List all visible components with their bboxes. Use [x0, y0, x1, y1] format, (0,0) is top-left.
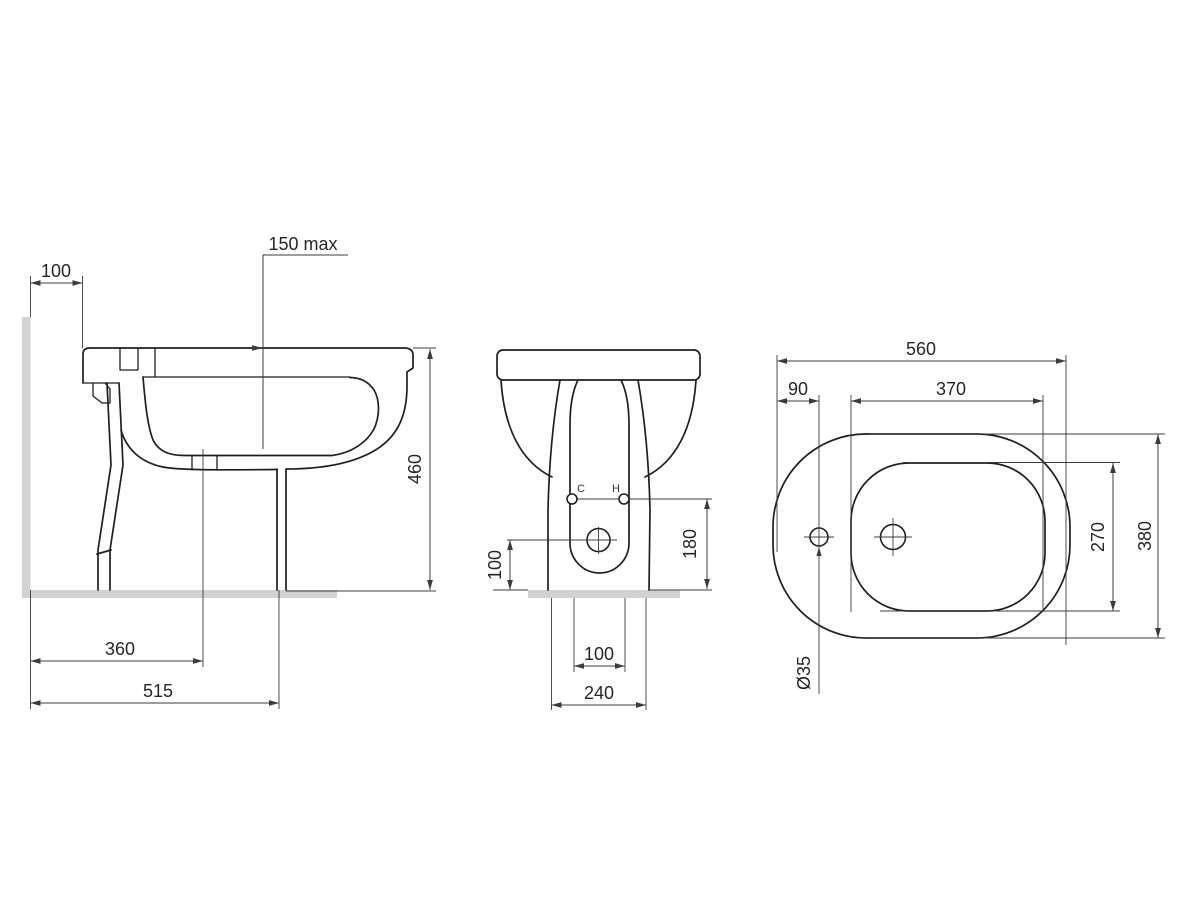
- front-bowl-arc-right: [644, 379, 697, 478]
- dim-drain-center-height: 100: [485, 550, 505, 580]
- front-trap-cover: [569, 379, 630, 574]
- front-pedestal-right: [637, 379, 651, 591]
- dim-tap-hole-to-edge: 90: [788, 379, 808, 399]
- dim-overall-width: 380: [1135, 521, 1155, 551]
- side-bowl-exterior: [120, 429, 278, 471]
- dim-tap-center-height: 180: [680, 529, 700, 559]
- hot-tap-label: H: [612, 483, 620, 495]
- dim-overall-height: 460: [405, 454, 425, 484]
- dim-drain-to-wall: 360: [105, 639, 135, 659]
- side-rim-bolt-slots: [119, 347, 156, 378]
- floor-section-front: [528, 590, 680, 598]
- side-view: 100 150 max 460 360 515: [22, 234, 436, 709]
- dim-bowl-length: 370: [936, 379, 966, 399]
- front-view: C H 100 180 100 240: [485, 349, 712, 710]
- front-bowl-arc-left: [500, 379, 553, 478]
- side-body-outline: [82, 347, 414, 591]
- ext-base-edges: [551, 598, 647, 710]
- dim-tap-hole-diameter: Ø35: [794, 656, 814, 690]
- dim-overall-length: 560: [906, 339, 936, 359]
- dim-wall-clearance: 100: [41, 261, 71, 281]
- dim-bowl-width: 270: [1088, 522, 1108, 552]
- front-drain-crosshair: [507, 527, 617, 554]
- cold-tap-hole: [566, 493, 578, 505]
- side-mounting-bracket: [82, 382, 120, 404]
- top-view: 560 90 370 Ø35 270 380: [772, 339, 1165, 694]
- dim-overall-depth: 515: [143, 681, 173, 701]
- front-pedestal-left: [547, 379, 561, 591]
- floor-section-side: [22, 590, 337, 598]
- dim-base-width: 240: [584, 683, 614, 703]
- dim-drain-cutout-width: 100: [584, 644, 614, 664]
- cold-tap-label: C: [577, 483, 585, 495]
- side-drain-boss-ticks: [191, 454, 218, 471]
- side-bowl-interior: [142, 376, 380, 457]
- leader-inlet-height: [262, 254, 348, 449]
- wall-section: [22, 317, 31, 598]
- tap-hole-leader-arrow: [816, 547, 822, 556]
- front-rim: [496, 349, 701, 381]
- dim-inlet-height-max: 150 max: [268, 234, 337, 254]
- top-drain-crosshair: [874, 518, 912, 556]
- side-back-leg: [96, 382, 124, 591]
- leader-inlet-arrow: [252, 345, 263, 351]
- hot-tap-hole: [618, 493, 630, 505]
